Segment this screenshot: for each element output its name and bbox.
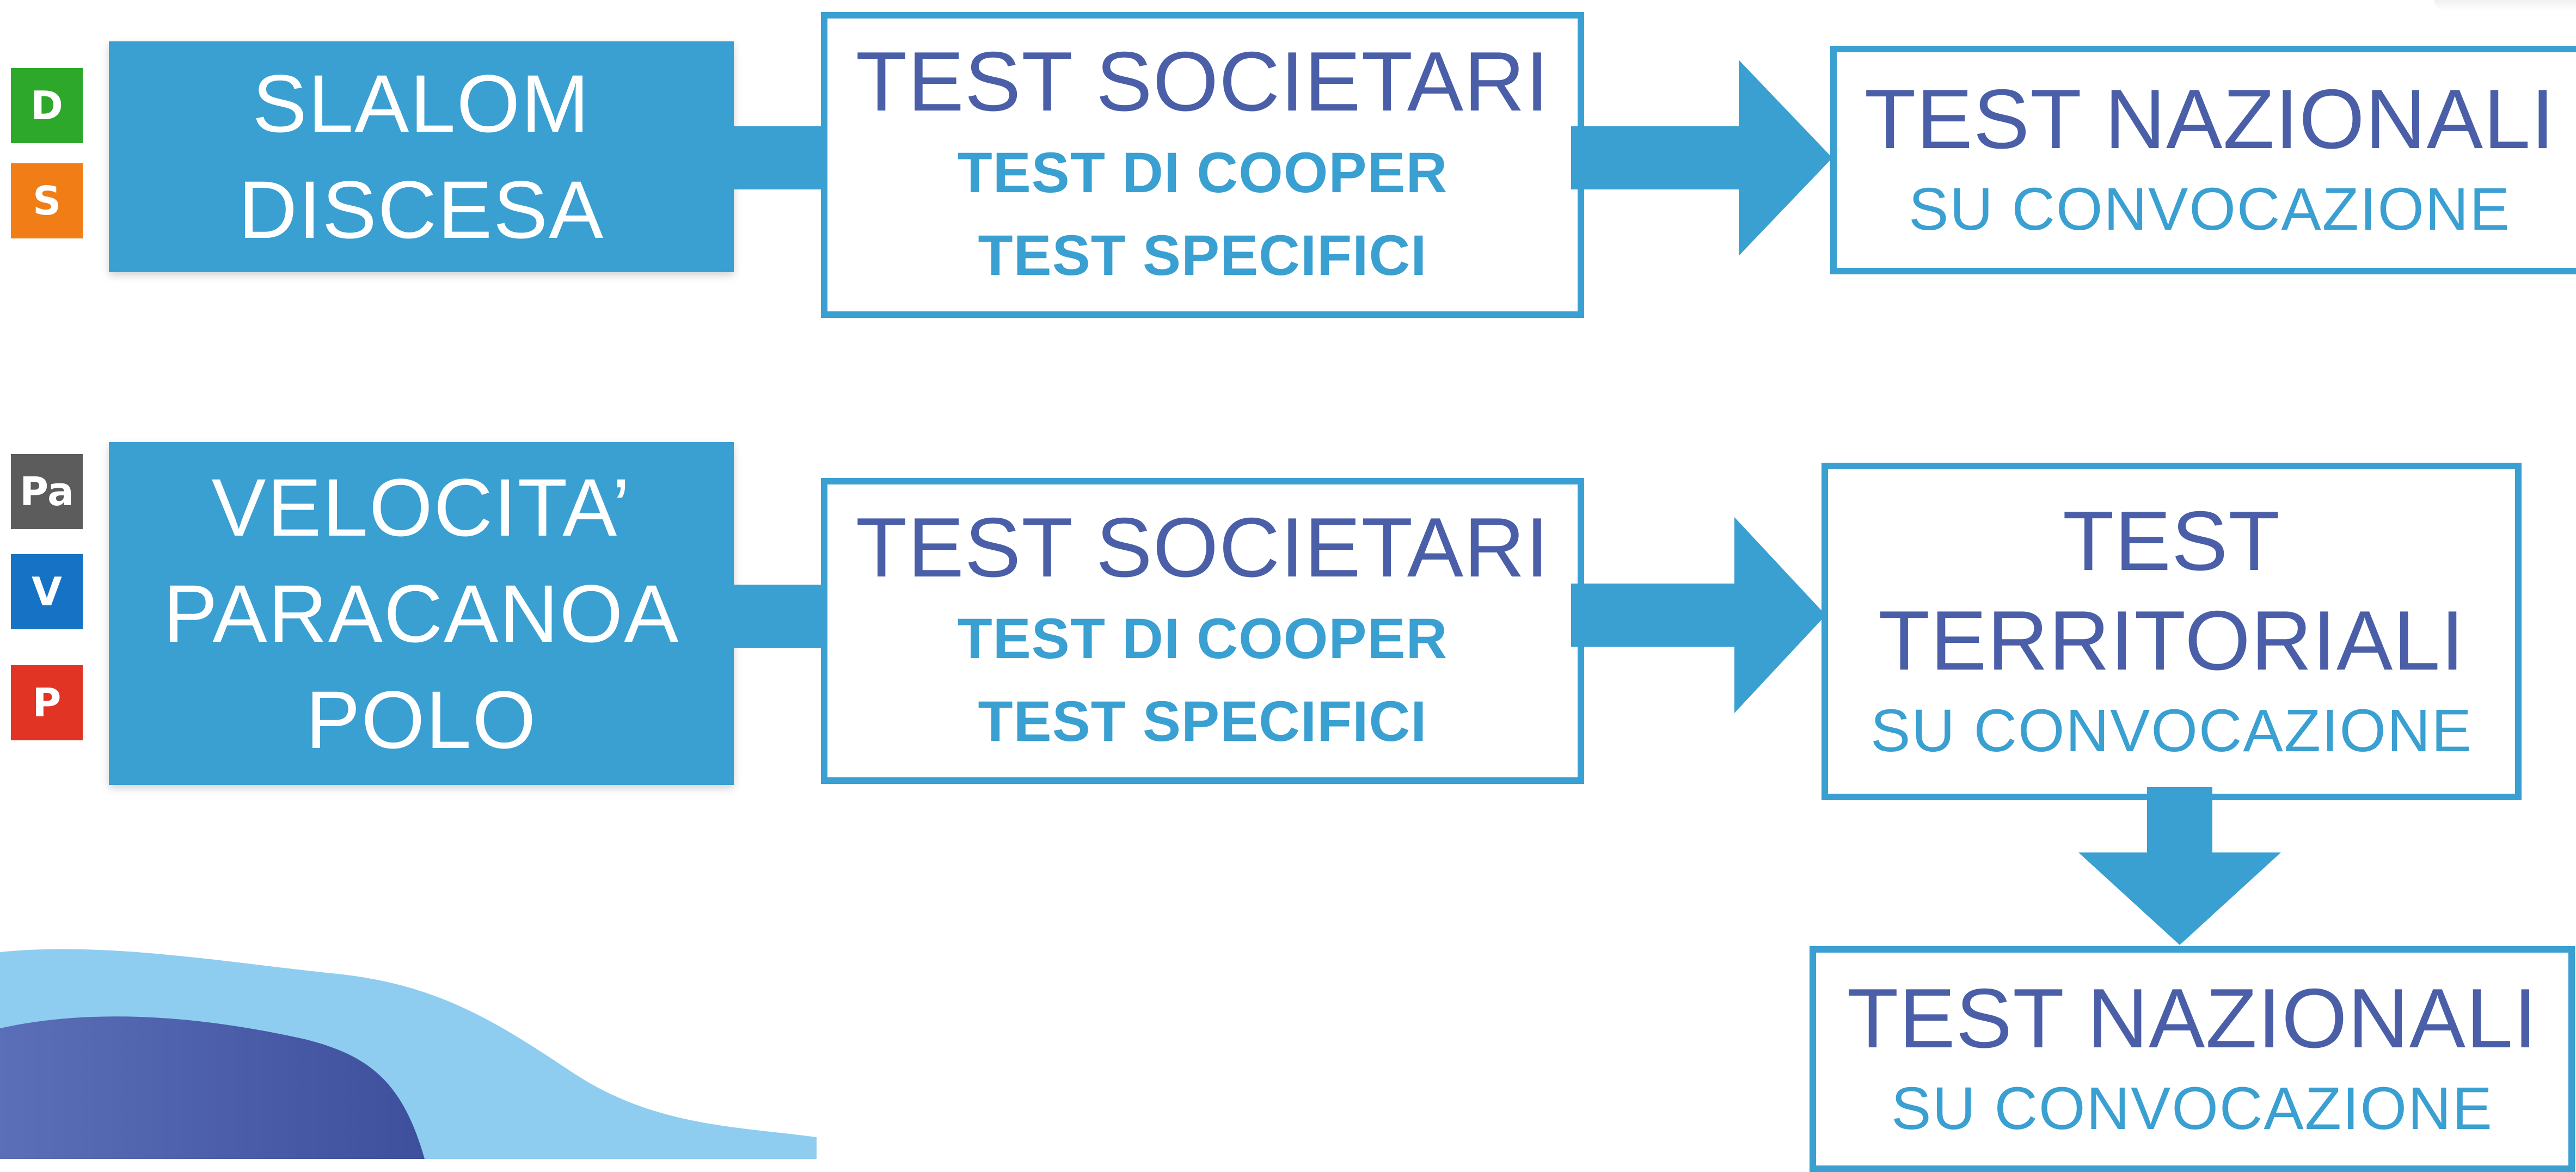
tag-slalom: S: [11, 163, 83, 238]
box-line: TEST SPECIFICI: [978, 224, 1427, 288]
tag-velocita: V: [11, 554, 83, 629]
discipline-label: POLO: [305, 673, 537, 765]
corner-decoration: [2434, 0, 2576, 11]
discipline-box-slalom-discesa: SLALOM DISCESA: [109, 41, 734, 272]
test-territoriali-box: TEST TERRITORIALI SU CONVOCAZIONE: [1821, 463, 2522, 800]
box-line: TEST DI COOPER: [957, 141, 1448, 205]
arrow-down: [2078, 787, 2281, 945]
tag-polo: P: [11, 665, 83, 740]
tag-paracanoa: Pa: [11, 454, 83, 529]
test-societari-box: TEST SOCIETARI TEST DI COOPER TEST SPECI…: [821, 12, 1584, 318]
decorative-wave: [0, 949, 817, 1159]
box-subtitle: SU CONVOCAZIONE: [1891, 1075, 2493, 1142]
discipline-label: DISCESA: [238, 164, 605, 255]
box-title: TEST NAZIONALI: [1864, 72, 2555, 167]
discipline-box-velocita-paracanoa-polo: VELOCITA’ PARACANOA POLO: [109, 442, 734, 785]
discipline-label: SLALOM: [252, 58, 591, 149]
discipline-label: PARACANOA: [163, 567, 680, 659]
box-title: TEST SOCIETARI: [855, 500, 1550, 595]
discipline-label: VELOCITA’: [211, 461, 631, 553]
tag-discesa: D: [11, 68, 83, 143]
box-line: TEST SPECIFICI: [978, 690, 1427, 754]
connector-bar: [734, 585, 824, 648]
arrow-right: [1571, 517, 1826, 713]
box-title: TERRITORIALI: [1878, 593, 2465, 688]
box-subtitle: SU CONVOCAZIONE: [1909, 176, 2511, 243]
connector-bar: [734, 126, 824, 189]
box-title: TEST SOCIETARI: [855, 34, 1550, 129]
arrow-right: [1571, 60, 1832, 256]
box-line: TEST DI COOPER: [957, 607, 1448, 671]
test-nazionali-box: TEST NAZIONALI SU CONVOCAZIONE: [1830, 46, 2576, 274]
box-subtitle: SU CONVOCAZIONE: [1870, 697, 2473, 764]
box-title: TEST NAZIONALI: [1847, 971, 2538, 1065]
box-title: TEST: [2062, 493, 2281, 588]
test-nazionali-box: TEST NAZIONALI SU CONVOCAZIONE: [1810, 946, 2575, 1172]
test-societari-box: TEST SOCIETARI TEST DI COOPER TEST SPECI…: [821, 478, 1584, 784]
